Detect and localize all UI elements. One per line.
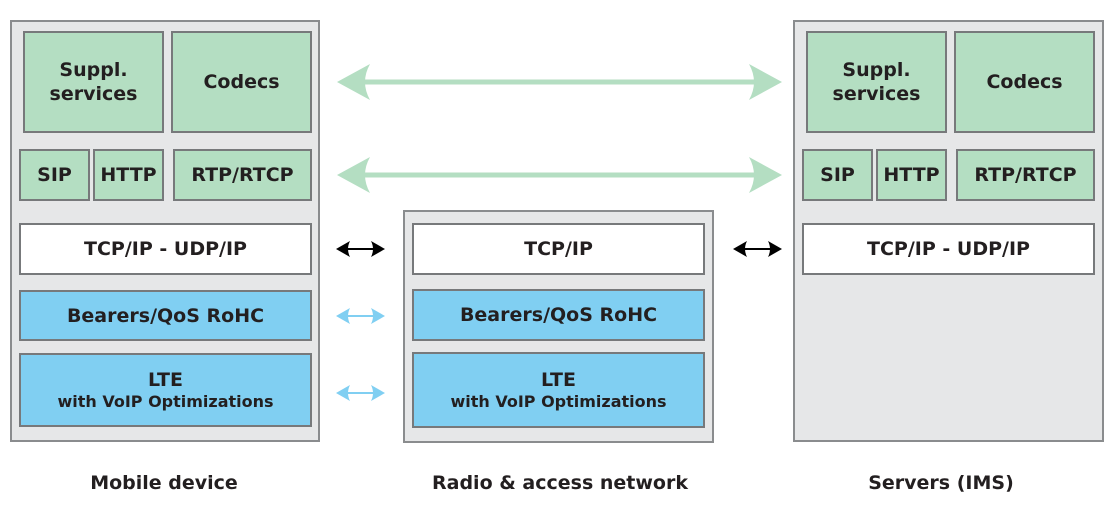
servers-http: HTTP [876,149,947,201]
rtp-label: RTP/RTCP [191,164,294,186]
ran-tcp: TCP/IP [412,223,705,275]
protocol-layer-arrow [337,157,782,193]
suppl-line1: Suppl. [59,59,128,81]
suppl-line2: services [49,83,138,105]
ran-caption: Radio & access network [432,472,688,494]
rtp-label: RTP/RTCP [974,164,1077,186]
mobile-lte: LTE with VoIP Optimizations [19,353,312,427]
servers-sip: SIP [802,149,873,201]
codecs-label: Codecs [203,71,280,93]
codecs-label: Codecs [986,71,1063,93]
lte-label: LTE [148,369,183,391]
tcp-ran-servers-arrow [733,241,782,257]
ran-bearers: Bearers/QoS RoHC [412,289,705,341]
servers-caption: Servers (IMS) [868,472,1014,494]
suppl-line2: services [832,83,921,105]
lte-sub-label: with VoIP Optimizations [57,392,274,411]
sip-label: SIP [37,164,72,186]
mobile-tcp-udp: TCP/IP - UDP/IP [19,223,312,275]
mobile-suppl-services: Suppl. services [23,31,164,133]
servers-rtp-rtcp: RTP/RTCP [956,149,1095,201]
servers-codecs: Codecs [954,31,1095,133]
mobile-bearers: Bearers/QoS RoHC [19,290,312,341]
lte-arrow [336,385,385,401]
bearers-label: Bearers/QoS RoHC [66,304,265,327]
tcp-label: TCP/IP - UDP/IP [867,238,1030,260]
app-layer-arrow [337,64,782,100]
mobile-http: HTTP [93,149,164,201]
http-label: HTTP [883,164,940,186]
tcp-mobile-ran-arrow [336,241,385,257]
bearers-arrow [336,308,385,324]
suppl-line1: Suppl. [842,59,911,81]
lte-label: LTE [541,369,576,391]
ran-lte: LTE with VoIP Optimizations [412,352,705,428]
tcp-label: TCP/IP - UDP/IP [84,238,247,260]
mobile-rtp-rtcp: RTP/RTCP [173,149,312,201]
sip-label: SIP [820,164,855,186]
servers-tcp-udp: TCP/IP - UDP/IP [802,223,1095,275]
mobile-codecs: Codecs [171,31,312,133]
mobile-sip: SIP [19,149,90,201]
mobile-device-caption: Mobile device [90,472,238,494]
servers-suppl-services: Suppl. services [806,31,947,133]
bearers-label: Bearers/QoS RoHC [459,304,658,326]
http-label: HTTP [100,164,157,186]
lte-sub-label: with VoIP Optimizations [450,392,667,411]
tcp-label: TCP/IP [524,238,593,260]
